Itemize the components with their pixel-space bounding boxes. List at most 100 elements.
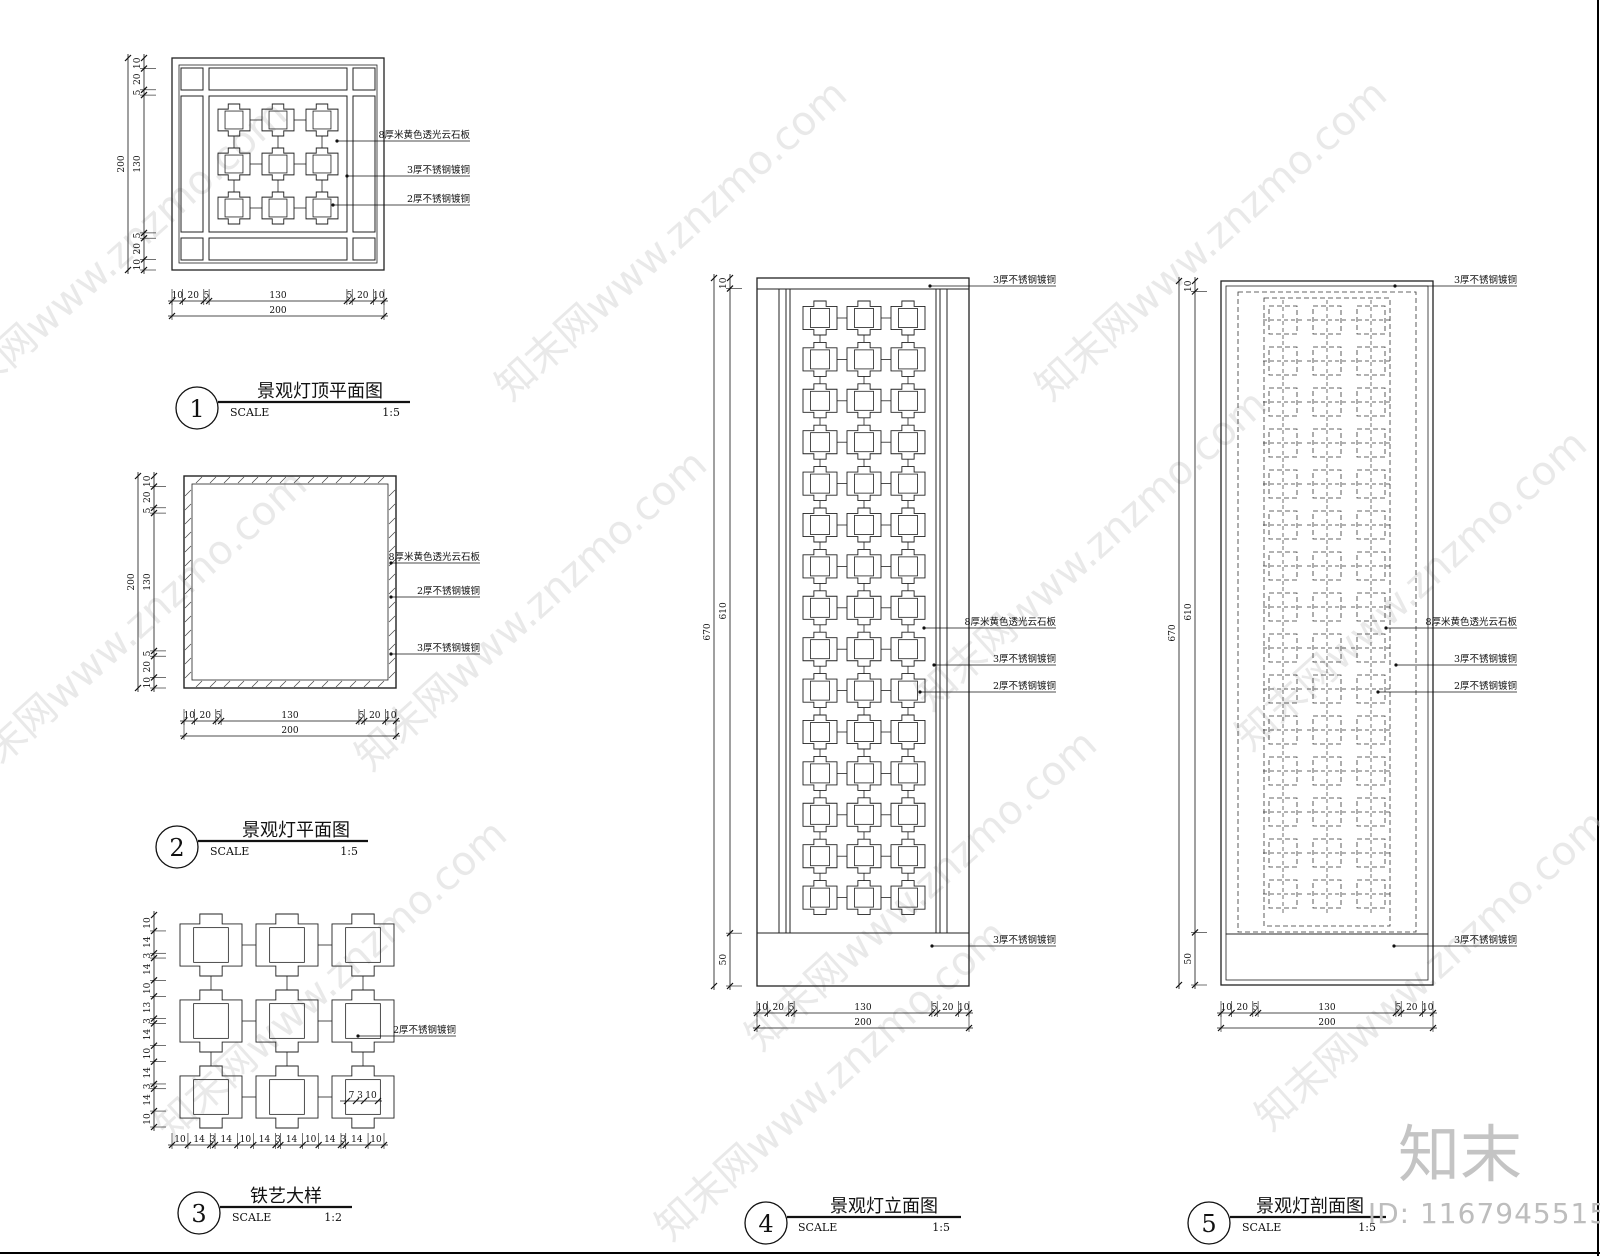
top-plan-side-bar [180, 95, 204, 233]
drawing-title: 景观灯剖面图 [1256, 1196, 1364, 1217]
elevation-motif [846, 300, 882, 336]
hatch-line [335, 476, 343, 484]
dimension-total: 200 [281, 726, 298, 736]
iron-detail-motif-core [345, 1079, 381, 1115]
elevation-motif [846, 838, 882, 874]
hatch-line [184, 559, 192, 567]
section-motif [1268, 756, 1298, 786]
elevation-motif-core [810, 515, 830, 535]
dimension-label: 50 [1184, 953, 1194, 965]
dimension-tick [352, 1097, 360, 1105]
elevation-motif [802, 507, 838, 543]
top-plan-motif [261, 103, 295, 137]
scale-ratio: 1:5 [340, 845, 358, 858]
top-plan-panel [208, 95, 348, 233]
hatch-line [363, 476, 371, 484]
hatch-line [307, 476, 315, 484]
dimension-label: 10 [1221, 1003, 1233, 1013]
brand-text: 知末 [1398, 1118, 1522, 1191]
section-motif [1312, 715, 1342, 745]
elevation-motif [890, 466, 926, 502]
hatch-line [184, 657, 192, 665]
iron-detail-motif [331, 989, 395, 1053]
hatch-line [209, 476, 217, 484]
elevation-motif-core [854, 432, 874, 453]
section-motif [1268, 715, 1298, 745]
section-motif [1312, 551, 1342, 581]
hatch-line [349, 680, 357, 688]
elevation-motif-core [898, 722, 918, 742]
dimension-label: 14 [286, 1135, 298, 1145]
hatch-line [388, 587, 396, 595]
section-motif [1268, 428, 1298, 458]
callout-leaders: 8厚米黄色透光云石板3厚不锈钢镀铜2厚不锈钢镀铜8厚米黄色透光云石板2厚不锈钢镀… [331, 129, 1517, 1038]
drawing-title: 景观灯顶平面图 [257, 381, 383, 402]
dimension-label: 10 [240, 1135, 252, 1145]
callout-label: 2厚不锈钢镀铜 [417, 585, 480, 597]
section-motif [1312, 428, 1342, 458]
dimension-label: 14 [143, 936, 153, 948]
elevation-motif [802, 838, 838, 874]
section-motif [1356, 592, 1386, 622]
dimension-label: 20 [357, 291, 369, 301]
dimension-total: 200 [269, 306, 286, 316]
elevation-motif [846, 880, 882, 916]
dimension-label: 20 [772, 1003, 784, 1013]
dimension-label: 5 [204, 291, 210, 301]
dimension-label: 10 [305, 1135, 317, 1145]
title-number-circle [155, 825, 199, 869]
elevation-motif-core [898, 556, 918, 577]
section-motif [1356, 715, 1386, 745]
dimension-label: 130 [133, 155, 143, 172]
section-motif [1312, 387, 1342, 417]
elevation-motif-core [854, 597, 874, 618]
elevation-motif-core [810, 639, 830, 660]
hatch-line [388, 671, 396, 679]
elevation-motif-core [898, 680, 918, 701]
callout-label: 2厚不锈钢镀铜 [993, 680, 1056, 692]
dimension-label: 14 [143, 963, 153, 975]
hatch-line [293, 476, 301, 484]
section-motif [1356, 428, 1386, 458]
dimension-label: 7 [349, 1091, 355, 1101]
dimension-label: 10 [1184, 280, 1194, 292]
dimension-tick [710, 274, 718, 282]
hatch-line [209, 680, 217, 688]
callout-label: 8厚米黄色透光云石板 [388, 551, 480, 563]
title-number: 5 [1201, 1210, 1216, 1238]
section-motif [1312, 756, 1342, 786]
hatch-line [279, 680, 287, 688]
dimension-tick [124, 54, 132, 62]
elevation-motif [846, 673, 882, 709]
dimension-label: 20 [1406, 1003, 1418, 1013]
callout-label: 3厚不锈钢镀铜 [993, 653, 1056, 665]
hatch-line [184, 629, 192, 637]
elevation-motif [846, 383, 882, 419]
elevation-motif [890, 300, 926, 336]
elevation-motif [846, 590, 882, 626]
dimension-label: 10 [143, 917, 153, 929]
dimension-label: 10 [757, 1003, 769, 1013]
scale-ratio: 1:5 [1358, 1221, 1376, 1234]
dimension-label: 14 [143, 1029, 153, 1041]
scale-word: SCALE [1242, 1221, 1281, 1234]
iron-detail-lattice [179, 913, 395, 1129]
dimension-label: 10 [958, 1003, 970, 1013]
dimension-total: 670 [1168, 624, 1178, 641]
dimension-label: 10 [143, 1113, 153, 1125]
hatch-line [265, 476, 273, 484]
scale-word: SCALE [798, 1221, 837, 1234]
elevation-motif [802, 300, 838, 336]
elevation-motif [846, 631, 882, 667]
top-plan-motif-core [268, 198, 288, 218]
dimension-label: 130 [1318, 1003, 1335, 1013]
dimension-label: 10 [370, 1135, 382, 1145]
section-motif [1312, 633, 1342, 663]
elevation-motif [890, 880, 926, 916]
section-motif [1268, 592, 1298, 622]
hatch-line [223, 476, 231, 484]
dimension-label: 130 [854, 1003, 871, 1013]
dimension-tick [726, 274, 734, 282]
title-number-circle [175, 386, 219, 430]
